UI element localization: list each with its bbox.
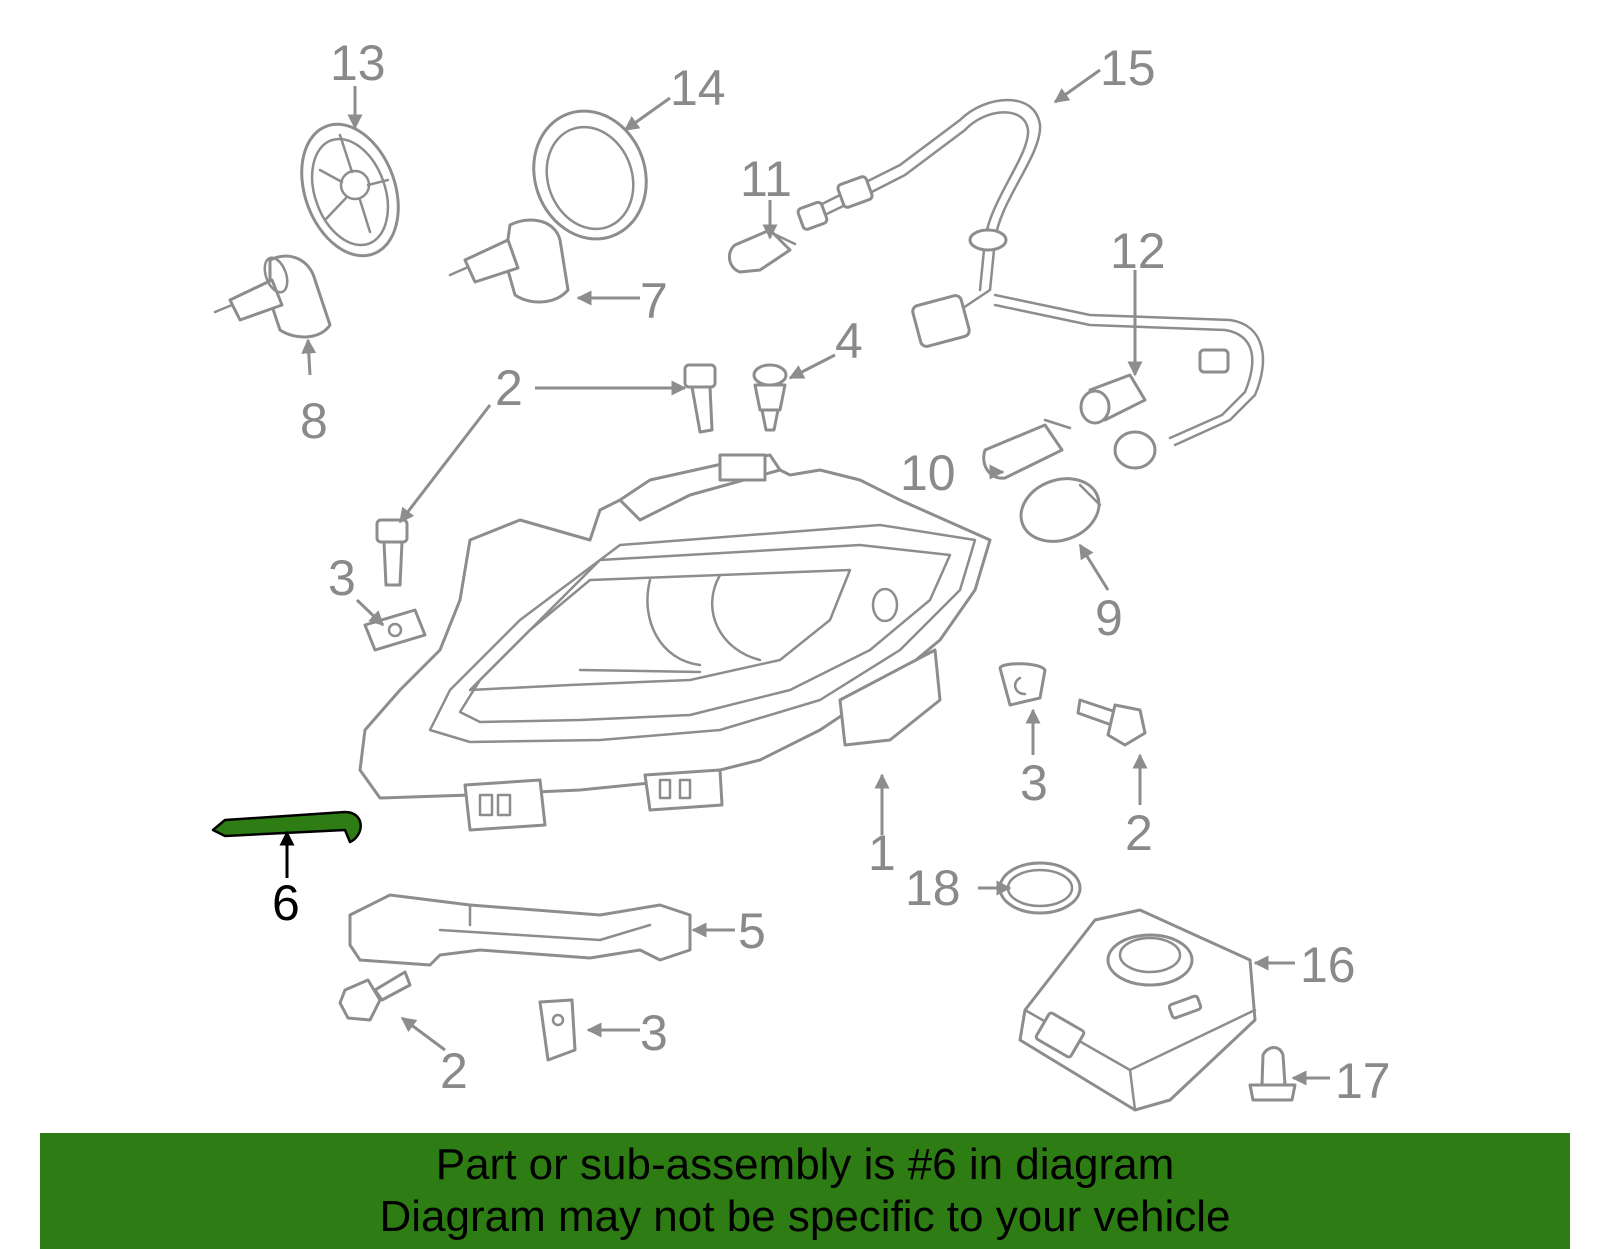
callout-5: 5	[738, 903, 766, 959]
callout-4: 4	[835, 313, 863, 369]
bolt-2-top	[683, 363, 717, 434]
callout-2-bottom: 2	[440, 1043, 468, 1099]
banner-line-1: Part or sub-assembly is #6 in diagram	[435, 1140, 1175, 1189]
socket-cover-13	[300, 122, 400, 258]
callout-13: 13	[330, 35, 386, 91]
ballast-module-16	[1018, 908, 1257, 1112]
clip-3-bottom	[538, 998, 577, 1062]
callout-3-left: 3	[328, 550, 356, 606]
callout-8: 8	[300, 393, 328, 449]
callout-17: 17	[1335, 1053, 1391, 1109]
highlighted-part-6	[211, 810, 362, 844]
callout-6: 6	[272, 875, 300, 931]
callout-7: 7	[640, 273, 668, 329]
bolt-2-right	[1076, 698, 1147, 747]
bulb-10	[982, 418, 1072, 480]
headlamp-assembly	[358, 453, 992, 832]
bulb-8	[213, 254, 332, 339]
info-banner: Part or sub-assembly is #6 in diagram Di…	[40, 1133, 1570, 1249]
bulb-7	[448, 218, 570, 304]
callout-labels: 13 14 15 11 7 8 12 4 2 10 9 3 3 2 1 6 5 …	[272, 35, 1391, 1109]
callout-14: 14	[670, 60, 726, 116]
callout-15: 15	[1100, 40, 1156, 96]
clip-3-left	[363, 608, 427, 652]
socket-12	[1079, 373, 1147, 425]
callout-16: 16	[1300, 937, 1356, 993]
bulb-11	[727, 228, 797, 274]
callout-12: 12	[1110, 223, 1166, 279]
leader-lines	[279, 68, 1330, 1086]
sealing-cap-14	[532, 109, 648, 241]
o-ring-18	[998, 861, 1082, 915]
callout-2-top: 2	[495, 360, 523, 416]
callout-2-right: 2	[1125, 805, 1153, 861]
callout-3-bottom: 3	[640, 1005, 668, 1061]
push-clip-4	[752, 363, 788, 432]
callout-9: 9	[1095, 590, 1123, 646]
bulb-9	[1019, 477, 1102, 543]
callout-1: 1	[868, 825, 896, 881]
lower-bracket-5	[348, 893, 692, 967]
clip-3-right	[998, 662, 1047, 707]
bolt-2-bottom	[338, 970, 412, 1022]
callout-11: 11	[740, 151, 792, 207]
callout-18: 18	[905, 860, 961, 916]
callout-10: 10	[900, 445, 956, 501]
bolt-2-left	[375, 518, 409, 587]
screw-17	[1248, 1046, 1297, 1102]
wiring-harness-15	[796, 98, 1265, 470]
callout-3-right: 3	[1020, 755, 1048, 811]
banner-line-2: Diagram may not be specific to your vehi…	[379, 1192, 1231, 1241]
